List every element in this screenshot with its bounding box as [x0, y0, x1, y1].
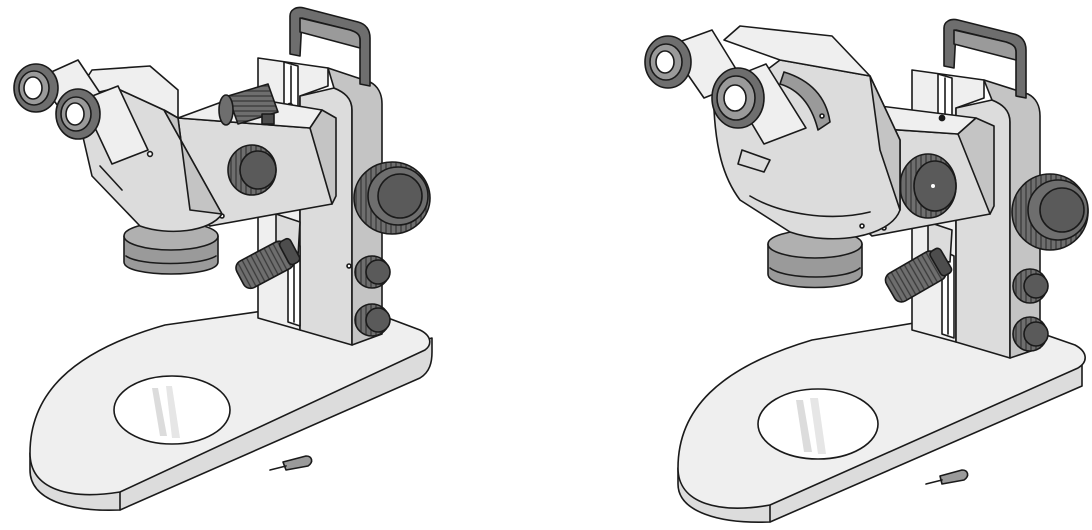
eyepiece-front: [711, 63, 807, 145]
stereo-microscope-left: [13, 6, 433, 512]
fine-knob-lower: [354, 303, 391, 337]
fine-knob-lower: [1012, 316, 1049, 352]
base-plate: [29, 299, 433, 512]
eyepiece-front: [55, 85, 149, 165]
fine-knob-upper: [354, 255, 391, 289]
base-plate: [677, 311, 1086, 524]
carry-handle: [943, 18, 1027, 99]
carry-handle: [289, 6, 371, 87]
illuminator: [235, 213, 301, 290]
focus-knob-coarse: [1011, 173, 1089, 251]
stage-clip-lever: [925, 469, 969, 485]
stage-clip-lever: [269, 455, 313, 471]
zoom-knob: [899, 153, 957, 219]
fine-knob-upper: [1012, 268, 1049, 304]
binocular-head: [713, 25, 901, 240]
focus-knob-coarse: [353, 161, 431, 235]
zoom-knob: [227, 144, 277, 196]
zoom-body: [177, 83, 337, 227]
stereo-microscope-right: [644, 18, 1089, 524]
illuminator: [884, 221, 953, 303]
